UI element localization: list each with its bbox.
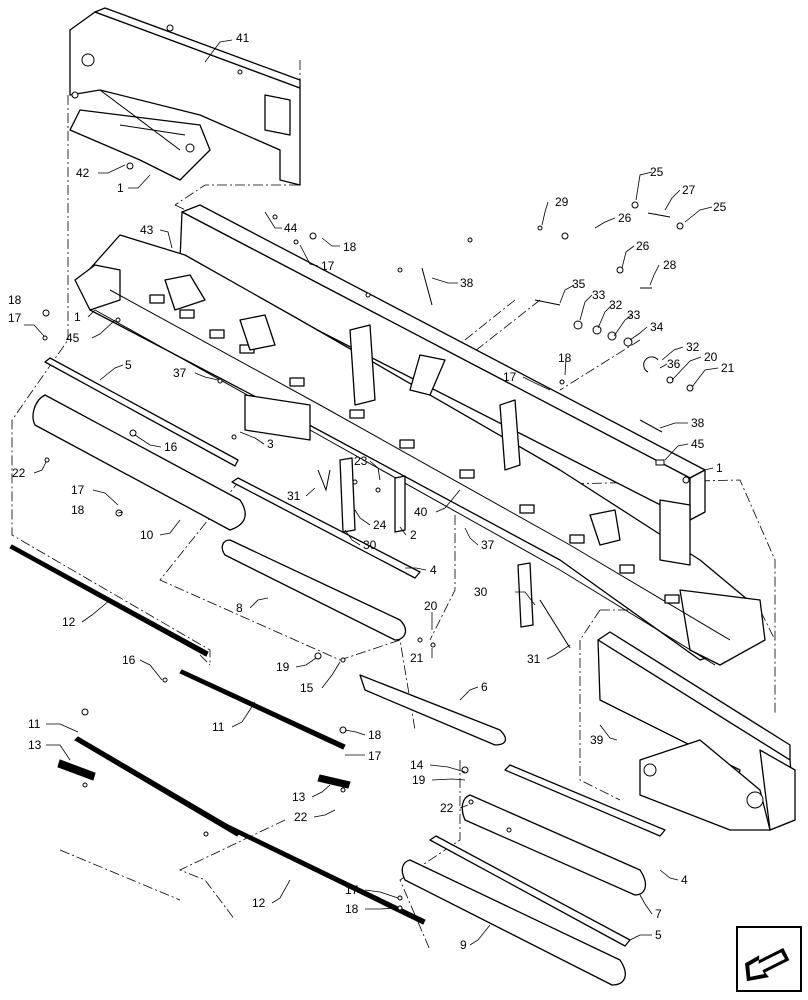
callout-42: 42 bbox=[76, 166, 90, 180]
callout-25: 25 bbox=[713, 200, 727, 214]
hardware-detail bbox=[534, 201, 694, 484]
callout-22: 22 bbox=[294, 810, 308, 824]
callout-37: 37 bbox=[481, 538, 495, 552]
callout-4: 4 bbox=[681, 873, 688, 887]
callout-6: 6 bbox=[481, 680, 488, 694]
callout-17: 17 bbox=[321, 259, 335, 273]
callout-19: 19 bbox=[412, 773, 426, 787]
callout-17: 17 bbox=[8, 311, 22, 325]
callout-24: 24 bbox=[373, 518, 387, 532]
callout-39: 39 bbox=[590, 733, 604, 747]
callout-44: 44 bbox=[284, 221, 298, 235]
callout-37: 37 bbox=[173, 366, 187, 380]
callout-28: 28 bbox=[663, 258, 677, 272]
callout-31: 31 bbox=[287, 489, 301, 503]
callout-1: 1 bbox=[716, 461, 723, 475]
leader-lines bbox=[24, 39, 719, 946]
callout-40: 40 bbox=[414, 505, 428, 519]
callout-18: 18 bbox=[71, 503, 85, 517]
callout-45: 45 bbox=[66, 331, 80, 345]
callout-13: 13 bbox=[28, 738, 42, 752]
curved-shields bbox=[32, 394, 647, 986]
callout-36: 36 bbox=[667, 357, 681, 371]
callout-26: 26 bbox=[618, 211, 632, 225]
callout-5: 5 bbox=[655, 928, 662, 942]
callout-21: 21 bbox=[721, 361, 735, 375]
callout-35: 35 bbox=[572, 277, 586, 291]
callout-1: 1 bbox=[117, 181, 124, 195]
callout-1: 1 bbox=[74, 310, 81, 324]
callout-38: 38 bbox=[691, 416, 705, 430]
callout-32: 32 bbox=[686, 340, 700, 354]
callout-27: 27 bbox=[682, 183, 696, 197]
callout-12: 12 bbox=[62, 615, 76, 629]
callout-20: 20 bbox=[704, 350, 718, 364]
part-40-main-beam bbox=[74, 204, 766, 666]
callout-9: 9 bbox=[460, 938, 467, 952]
callout-17: 17 bbox=[503, 370, 517, 384]
uprights bbox=[244, 394, 534, 628]
callout-15: 15 bbox=[300, 681, 314, 695]
callout-30: 30 bbox=[363, 538, 377, 552]
callout-23: 23 bbox=[354, 454, 368, 468]
callout-16: 16 bbox=[122, 653, 136, 667]
callout-41: 41 bbox=[236, 31, 250, 45]
callout-4: 4 bbox=[430, 563, 437, 577]
callout-17: 17 bbox=[368, 749, 382, 763]
callout-31: 31 bbox=[527, 652, 541, 666]
callout-20: 20 bbox=[424, 599, 438, 613]
angle-strips bbox=[44, 357, 666, 947]
callout-13: 13 bbox=[292, 790, 306, 804]
callout-22: 22 bbox=[440, 801, 454, 815]
callout-22: 22 bbox=[12, 466, 26, 480]
arrow-icon bbox=[745, 948, 790, 982]
callout-19: 19 bbox=[276, 660, 290, 674]
callout-11: 11 bbox=[212, 720, 225, 734]
callout-8: 8 bbox=[236, 601, 243, 615]
callout-29: 29 bbox=[555, 195, 569, 209]
callout-26: 26 bbox=[636, 239, 650, 253]
callout-5: 5 bbox=[125, 358, 132, 372]
callout-2: 2 bbox=[410, 528, 417, 542]
callout-32: 32 bbox=[609, 298, 623, 312]
callout-33: 33 bbox=[592, 288, 606, 302]
callout-21: 21 bbox=[410, 651, 424, 665]
callout-labels: 41 42 1 43 44 18 17 38 18 17 1 45 5 37 1… bbox=[8, 31, 735, 952]
navigation-arrow-button[interactable] bbox=[736, 926, 802, 992]
callout-16: 16 bbox=[164, 440, 178, 454]
part-39-end-frame bbox=[597, 631, 796, 831]
callout-18: 18 bbox=[8, 293, 22, 307]
callout-17: 17 bbox=[71, 483, 85, 497]
callout-3: 3 bbox=[267, 437, 274, 451]
part-41-end-frame bbox=[69, 7, 301, 186]
callout-33: 33 bbox=[627, 308, 641, 322]
callout-25: 25 bbox=[650, 165, 664, 179]
callout-18: 18 bbox=[558, 351, 572, 365]
callout-30: 30 bbox=[474, 585, 488, 599]
callout-18: 18 bbox=[368, 728, 382, 742]
callout-38: 38 bbox=[460, 276, 474, 290]
callout-45: 45 bbox=[691, 437, 705, 451]
small-hardware bbox=[42, 24, 512, 911]
callout-34: 34 bbox=[650, 320, 664, 334]
straps-springs bbox=[317, 267, 663, 649]
callout-43: 43 bbox=[140, 223, 154, 237]
callout-11: 11 bbox=[28, 717, 41, 731]
callout-7: 7 bbox=[655, 907, 662, 921]
callout-10: 10 bbox=[140, 528, 154, 542]
callout-14: 14 bbox=[410, 758, 424, 772]
callout-17: 17 bbox=[345, 883, 359, 897]
callout-12: 12 bbox=[252, 896, 266, 910]
callout-18: 18 bbox=[345, 902, 359, 916]
callout-18: 18 bbox=[343, 240, 357, 254]
